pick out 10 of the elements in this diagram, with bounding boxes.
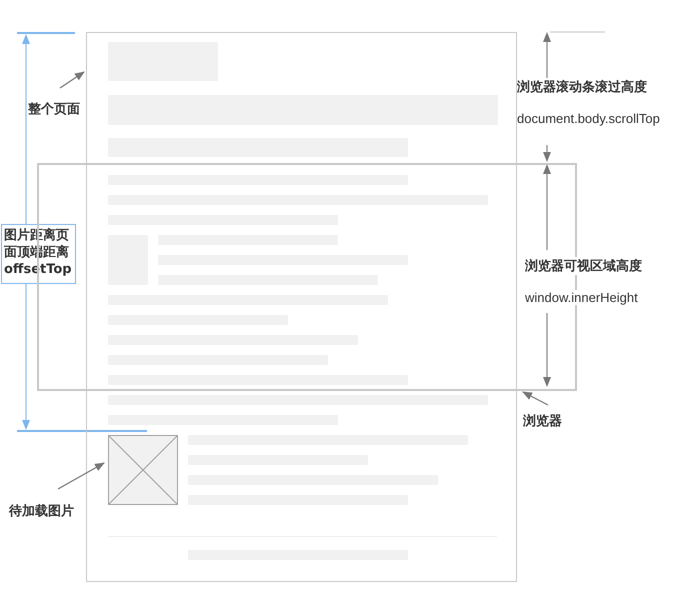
label-box [1,224,76,284]
dimension-label: 浏览器滚动条滚过高度 [517,78,647,96]
image-placeholder [108,435,178,505]
leader-arrow [60,71,85,88]
property-name: window.innerHeight [525,290,638,305]
leader-arrow [58,462,105,490]
label-text: offsetTop [4,261,73,278]
leader-arrow [522,391,548,406]
property-name: document.body.scrollTop [517,111,660,126]
dimension-label: 浏览器可视区域高度 [525,257,642,275]
